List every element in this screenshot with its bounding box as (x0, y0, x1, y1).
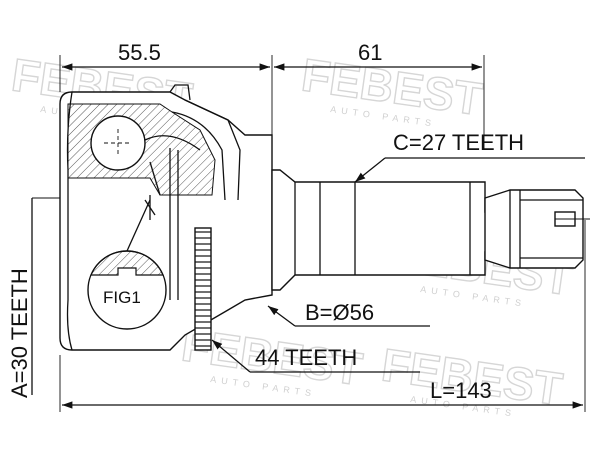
top-dimensions: 55.5 61 (59, 40, 485, 150)
fig1-label: FIG1 (103, 288, 141, 307)
outer-spline-label: C=27 TEETH (393, 130, 524, 155)
inner-race (144, 135, 201, 300)
diameter-label: B=Ø56 (305, 300, 374, 325)
dimension-label-61: 61 (358, 40, 382, 65)
dimension-label-total: L=143 (430, 378, 492, 403)
abs-ring-label: 44 TEETH (255, 345, 357, 370)
outer-housing (59, 84, 273, 351)
abs-ring (194, 227, 212, 351)
inner-spline-dimension: A=30 TEETH (7, 197, 150, 398)
fig1-detail: FIG1 (87, 199, 167, 330)
inner-spline-label: A=30 TEETH (7, 268, 32, 398)
abs-ring-callout: 44 TEETH (211, 339, 420, 373)
outer-spline-callout: C=27 TEETH (354, 130, 585, 183)
cv-ball (90, 115, 146, 171)
drive-shaft (271, 169, 590, 291)
diameter-callout: B=Ø56 (267, 300, 430, 327)
bottom-dimension: L=143 (59, 220, 586, 412)
dimension-label-55: 55.5 (118, 40, 161, 65)
